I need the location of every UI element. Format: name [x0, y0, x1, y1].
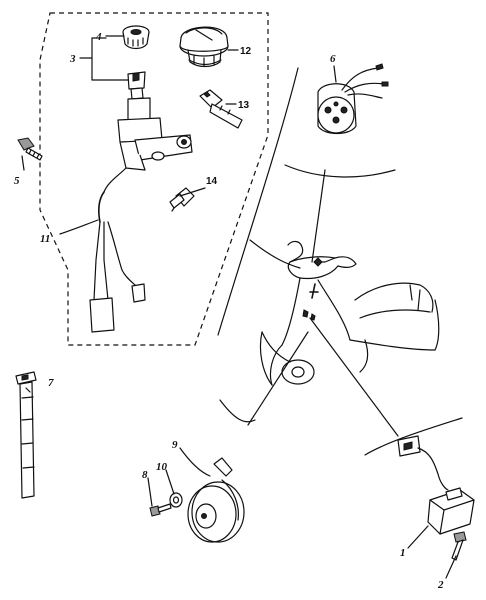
- label-leaders: [21, 35, 457, 579]
- part-13-connector: [199, 89, 243, 129]
- label-9: 9: [172, 439, 178, 451]
- label-4: 4: [95, 31, 102, 43]
- part-2-screw: [451, 531, 467, 561]
- frame-lines: [217, 67, 463, 456]
- label-11: 11: [40, 233, 50, 245]
- label-13: 13: [238, 100, 250, 111]
- label-7: 7: [48, 377, 54, 389]
- part-7-cable-tie: [15, 371, 37, 499]
- part-8-screw: [149, 503, 172, 517]
- label-5: 5: [14, 175, 20, 187]
- part-11-ignition-switch: [89, 97, 193, 333]
- part-5-screw: [17, 137, 43, 161]
- part-4-key-cap: [122, 25, 150, 50]
- label-10: 10: [156, 461, 168, 473]
- scooter-illustration: [259, 240, 440, 386]
- leader-lines: [247, 169, 399, 437]
- part-3-key: [127, 71, 146, 100]
- part-14-bulb: [169, 187, 195, 212]
- label-6: 6: [330, 53, 336, 65]
- label-2: 2: [437, 579, 444, 591]
- label-14: 14: [206, 176, 218, 187]
- label-1: 1: [400, 547, 406, 559]
- label-3: 3: [69, 53, 76, 65]
- part-10-washer: [169, 492, 183, 508]
- part-6-regulator: [317, 63, 389, 135]
- part-12-fuel-cap: [179, 26, 229, 68]
- part-9-horn: [187, 457, 245, 543]
- label-8: 8: [142, 469, 148, 481]
- label-12: 12: [240, 46, 252, 57]
- part-1-cdi-unit: [397, 435, 475, 535]
- ignition-group-outline: [39, 12, 269, 346]
